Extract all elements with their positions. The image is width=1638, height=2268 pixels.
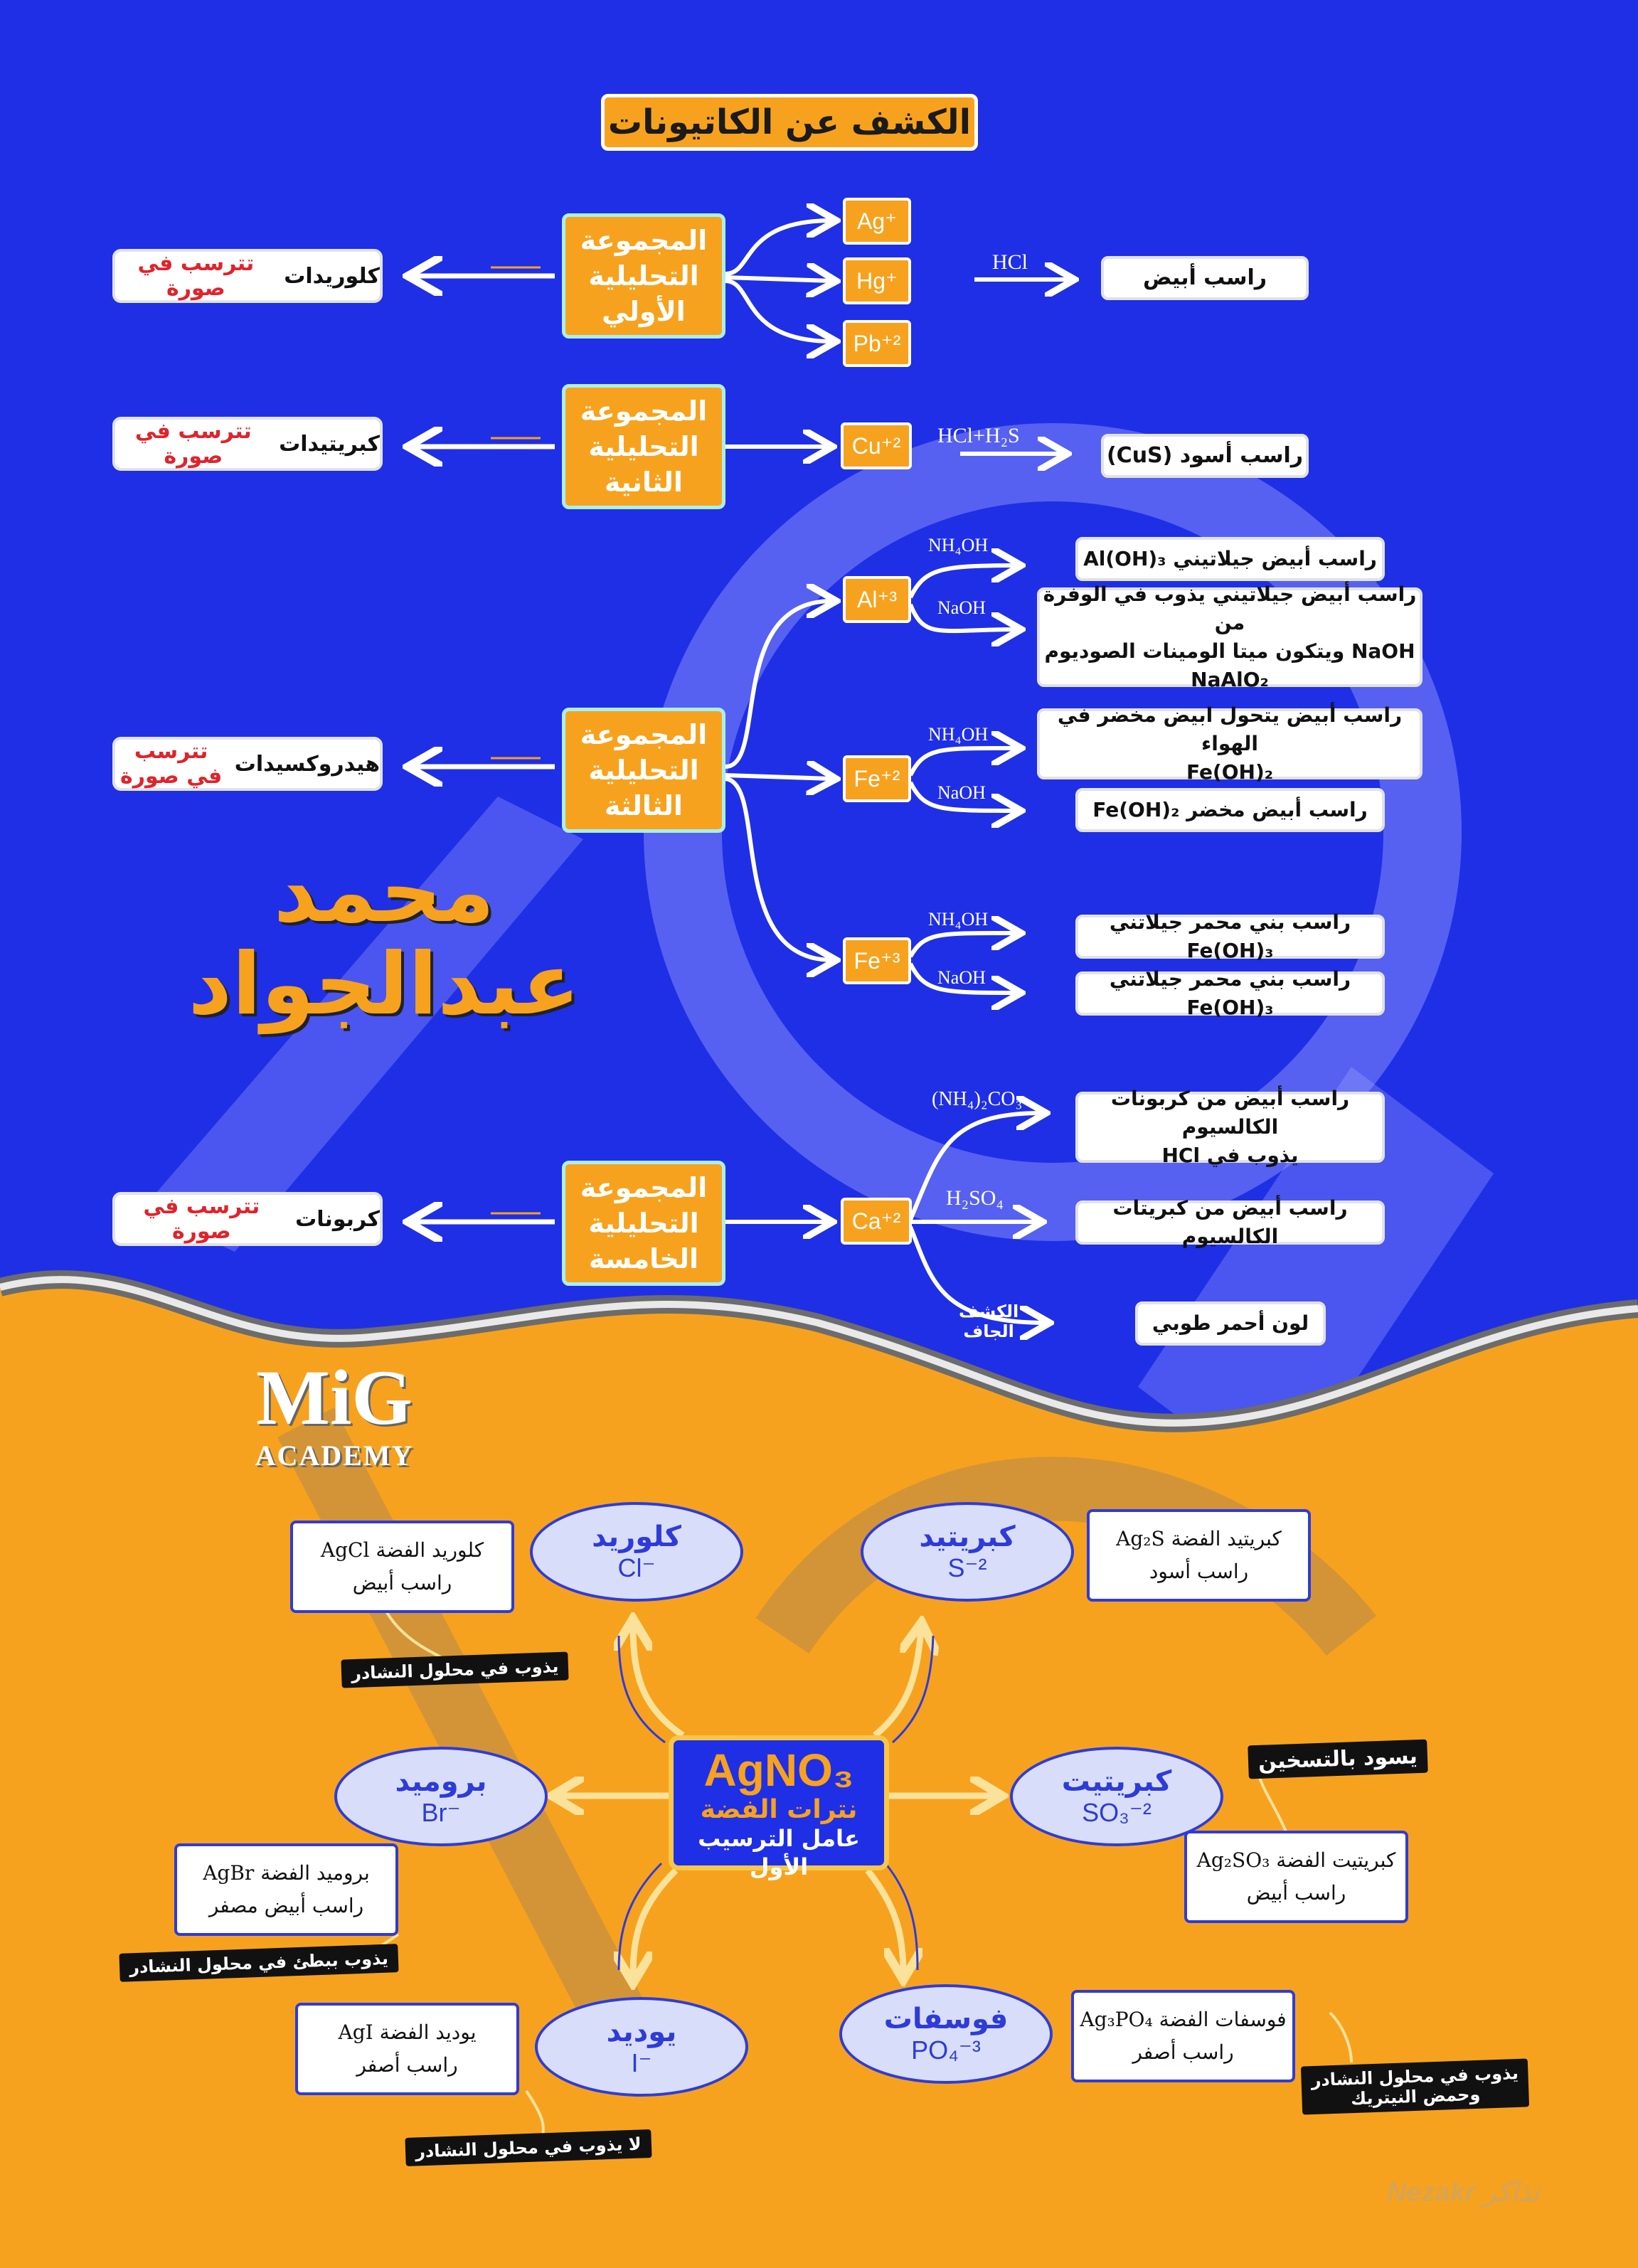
al-naoh-result: راسب أبيض جيلاتيني يذوب في الوفرة من NaO… [1037,582,1422,691]
author-logo: محمد عبدالجواد [164,846,605,1031]
anion-chloride: كلوريد Cl⁻ [530,1502,743,1602]
reagent-naoh: NaOH [937,782,986,803]
author-line1: محمد [273,843,495,942]
salt-line1: فوسفات الفضة Ag₃PO₄ [1080,2008,1287,2031]
salt-agbr: بروميد الفضة AgBr راسب أبيض مصفر [174,1843,398,1936]
reagent-nh4oh: NH₄OH [928,724,989,745]
group2-result: راسب أسود (CuS) [1101,434,1309,478]
reagent-naoh: NaOH [937,967,986,988]
group1-precip-label: كلوريدات تترسب في صورة [112,249,383,303]
salt-agi: يوديد الفضة AgI راسب أصفر [295,2003,519,2095]
al-nh4oh-result: راسب أبيض جيلاتيني Al(OH)₃ [1075,537,1385,581]
anion-name: كبريتيد [919,1521,1016,1553]
ion-ag: Ag⁺ [843,198,911,245]
precip-prefix: تترسب في صورة [120,739,223,789]
reagent-hcl-h2s: HCl+H₂S [937,424,1020,447]
reagent-h2so4: H₂SO₄ [946,1186,1004,1210]
salt-line1: كلوريد الفضة AgCl [320,1538,484,1562]
ion-fe3: Fe⁺³ [843,937,911,984]
group5-precip-label: كربونات تترسب في صورة [112,1192,383,1246]
reagent-naoh: NaOH [937,597,986,618]
anion-formula: SO₃⁻² [1082,1798,1152,1827]
note-ag3po4: يذوب في محلول النشادر وحمض النيتريك [1300,2058,1530,2115]
group3-box: المجموعة التحليلية الثالثة [562,708,725,833]
salt-line2: راسب أبيض [352,1571,452,1594]
salt-line2: راسب أصفر [1132,2040,1234,2064]
anion-formula: Br⁻ [421,1798,461,1827]
anion-sulfide: كبريتيد S⁻² [861,1502,1074,1602]
ion-pb: Pb⁺² [843,320,911,367]
academy-logo-mark: MiG [256,1354,413,1441]
group5-box: المجموعة التحليلية الخامسة [562,1161,725,1286]
group2-precip-label: كبريتيدات تترسب في صورة [112,417,383,471]
salt-ag2so3: كبريتيت الفضة Ag₂SO₃ راسب أبيض [1184,1831,1408,1923]
precip-prefix: تترسب في صورة [134,419,252,469]
fe3-nh4oh-result: راسب بني محمر جيلاتني Fe(OH)₃ [1075,910,1385,962]
precip-type: هيدروكسيدات [234,751,380,777]
ca-carbonate-result: راسب أبيض من كربونات الكالسيوم يذوب في H… [1075,1087,1385,1167]
salt-line2: راسب أسود [1149,1560,1249,1583]
anion-formula: S⁻² [947,1553,987,1582]
salt-ag3po4: فوسفات الفضة Ag₃PO₄ راسب أصفر [1071,1990,1295,2082]
anion-name: فوسفات [883,2003,1009,2035]
group1-box: المجموعة التحليلية الأولي [562,213,725,339]
reagent-ammonium-carbonate: (NH₄)₂CO₃ [932,1088,1023,1110]
agno3-hub: AgNO₃ نترات الفضة عامل الترسيب الأول [669,1735,889,1880]
group3-precip-label: هيدروكسيدات تترسب في صورة [112,737,383,791]
group2-box: المجموعة التحليلية الثانية [562,384,725,509]
fe3-naoh-result: راسب بني محمر جيلاتني Fe(OH)₃ [1075,967,1385,1019]
agno3-formula: AgNO₃ [703,1745,854,1796]
author-line2: عبدالجواد [188,935,580,1034]
reagent-dry-test: الكشف الجاف [959,1301,1019,1341]
agno3-role: عامل الترسيب الأول [698,1825,860,1880]
reagent-nh4oh: NH₄OH [928,535,989,555]
academy-logo-text: ACADEMY [255,1439,414,1471]
salt-line2: راسب أصفر [356,2053,458,2077]
salt-agcl: كلوريد الفضة AgCl راسب أبيض [290,1521,514,1613]
nezakr-watermark: Nezakr نذاكر [1387,2178,1541,2208]
anion-name: كبريتيت [1061,1765,1172,1798]
salt-line2: راسب أبيض مصفر [208,1894,364,1917]
anion-name: يوديد [606,2016,677,2048]
anion-name: كلوريد [592,1521,681,1553]
salt-line1: كبريتيد الفضة Ag₂S [1116,1527,1282,1550]
ca-sulfate-result: راسب أبيض من كبريتات الكالسيوم [1075,1196,1385,1248]
ca-flame-result: لون أحمر طوبي [1135,1301,1326,1346]
ion-ca: Ca⁺² [841,1198,912,1245]
precip-prefix: تترسب في صورة [137,251,255,301]
salt-line2: راسب أبيض [1246,1881,1346,1905]
ion-fe2: Fe⁺² [843,755,911,802]
fe2-naoh-result: راسب أبيض مخضر Fe(OH)₂ [1075,788,1385,832]
group1-result: راسب أبيض [1101,256,1309,300]
salt-ag2s: كبريتيد الفضة Ag₂S راسب أسود [1087,1509,1311,1602]
salt-line1: بروميد الفضة AgBr [203,1861,370,1885]
note-ag2so3: يسود بالتسخين [1248,1739,1428,1779]
anion-phosphate: فوسفات PO₄⁻³ [839,1984,1053,2084]
anion-formula: PO₄⁻³ [911,2035,981,2065]
reagent-hcl: HCl [992,250,1028,274]
ion-al: Al⁺³ [843,576,911,623]
anion-formula: I⁻ [631,2048,652,2077]
anion-sulfite: كبريتيت SO₃⁻² [1010,1747,1223,1846]
anion-formula: Cl⁻ [617,1553,656,1582]
salt-line1: يوديد الفضة AgI [338,2021,477,2044]
ion-cu: Cu⁺² [841,422,912,469]
ion-hg: Hg⁺ [843,257,911,304]
anion-iodide: يوديد I⁻ [535,1997,748,2097]
precip-type: كربونات [295,1206,380,1232]
reagent-nh4oh: NH₄OH [928,909,989,930]
agno3-name: نترات الفضة [700,1795,858,1824]
academy-logo: MiG ACADEMY [235,1355,434,1490]
page-title: الكشف عن الكاتيونات [601,94,978,151]
anion-name: بروميد [395,1765,487,1798]
anion-bromide: بروميد Br⁻ [334,1747,548,1846]
precip-type: كلوريدات [284,263,380,289]
salt-line1: كبريتيت الفضة Ag₂SO₃ [1196,1848,1396,1872]
fe2-nh4oh-result: راسب أبيض يتحول ابيض مخضر في الهواء Fe(O… [1037,703,1422,784]
precip-prefix: تترسب في صورة [143,1194,260,1244]
precip-type: كبريتيدات [279,431,380,457]
